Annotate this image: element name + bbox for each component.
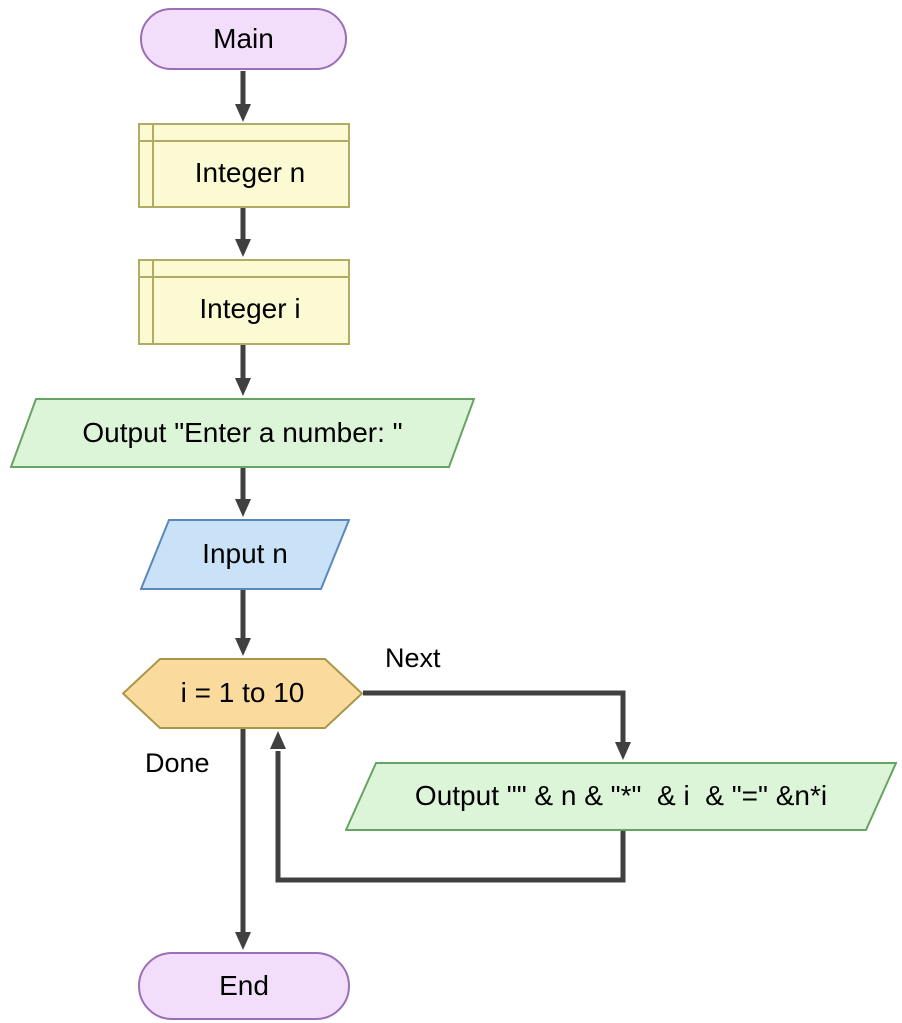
declare-left-rule <box>152 261 154 343</box>
declare-top-rule <box>140 140 348 142</box>
node-input-n[interactable]: Input n <box>140 519 350 590</box>
node-output-product[interactable]: Output "" & n & "*" & i & "=" &n*i <box>345 762 897 831</box>
node-output-product-label: Output "" & n & "*" & i & "=" &n*i <box>414 780 828 812</box>
node-input-n-label: Input n <box>202 538 288 570</box>
node-declare-i[interactable]: Integer i <box>138 259 350 345</box>
node-end-label: End <box>219 969 269 1001</box>
output-parallelogram-shape <box>345 762 897 831</box>
edge-main-to-declare-n <box>235 71 251 122</box>
node-output-prompt-label: Output "Enter a number: " <box>82 416 403 448</box>
node-for-loop-label: i = 1 to 10 <box>180 677 305 709</box>
output-parallelogram-shape <box>10 398 475 468</box>
input-parallelogram-shape <box>140 519 350 590</box>
edge-declare-n-to-declare-i <box>235 208 251 257</box>
node-main-terminal[interactable]: Main <box>140 8 347 70</box>
node-for-loop[interactable]: i = 1 to 10 <box>122 658 363 729</box>
edge-input-to-loop <box>235 590 251 656</box>
edge-output-product-back-to-loop <box>270 731 626 883</box>
node-declare-i-label: Integer i <box>199 293 301 325</box>
edge-loop-done-to-end <box>235 729 251 950</box>
edge-output-prompt-to-input <box>235 468 251 517</box>
node-main-label: Main <box>213 22 274 54</box>
node-output-prompt[interactable]: Output "Enter a number: " <box>10 398 475 468</box>
node-declare-n-label: Integer n <box>194 156 306 188</box>
node-end-terminal[interactable]: End <box>138 952 350 1020</box>
declare-top-rule <box>140 276 348 278</box>
loop-next-label: Next <box>385 643 441 673</box>
edge-loop-next-to-output-product <box>363 690 631 760</box>
loop-hexagon-shape <box>122 658 363 729</box>
loop-done-label: Done <box>145 748 210 778</box>
edge-declare-i-to-output-prompt <box>235 345 251 396</box>
node-declare-n[interactable]: Integer n <box>138 123 350 208</box>
declare-left-rule <box>152 125 154 206</box>
